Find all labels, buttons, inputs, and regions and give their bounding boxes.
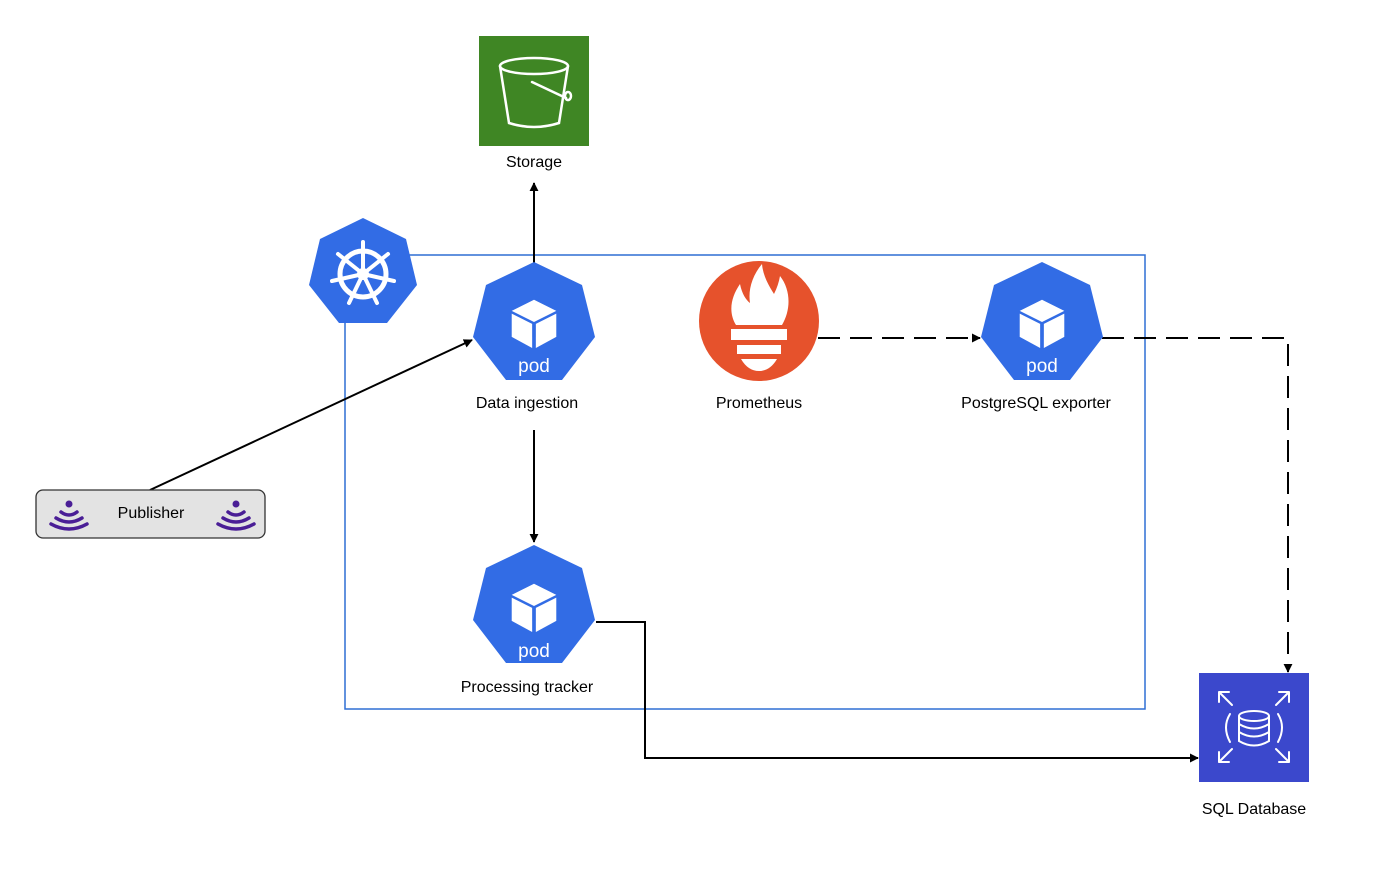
kubernetes-cluster-boundary bbox=[344, 254, 1146, 710]
broadcast-icon bbox=[216, 500, 256, 531]
processing-tracker-pod-badge: pod bbox=[518, 641, 550, 662]
kubernetes-node bbox=[309, 218, 417, 323]
publisher-label: Publisher bbox=[118, 505, 185, 522]
publisher-node[interactable]: Publisher bbox=[35, 489, 266, 539]
edge-publisher-to-data-ingestion bbox=[149, 339, 473, 491]
edges bbox=[149, 182, 1293, 763]
processing-tracker-label: Processing tracker bbox=[461, 679, 594, 696]
postgresql-exporter-node[interactable]: pod PostgreSQL exporter bbox=[961, 262, 1112, 412]
sql-database-node[interactable]: SQL Database bbox=[1199, 673, 1309, 818]
publisher-box bbox=[35, 489, 266, 539]
bucket-icon bbox=[498, 56, 573, 129]
sql-database-label: SQL Database bbox=[1202, 801, 1306, 818]
prometheus-label: Prometheus bbox=[716, 395, 802, 412]
postgresql-exporter-label: PostgreSQL exporter bbox=[961, 395, 1111, 412]
data-ingestion-node[interactable]: pod Data ingestion bbox=[473, 262, 595, 412]
database-icon bbox=[1218, 691, 1290, 763]
processing-tracker-node[interactable]: pod Processing tracker bbox=[461, 545, 595, 696]
storage-node[interactable]: Storage bbox=[479, 36, 589, 171]
kubernetes-helm-icon bbox=[330, 240, 396, 305]
storage-label: Storage bbox=[506, 154, 562, 171]
postgresql-exporter-pod-badge: pod bbox=[1026, 356, 1058, 377]
edge-processing-tracker-to-sql-database bbox=[596, 621, 1199, 763]
data-ingestion-pod-badge: pod bbox=[518, 356, 550, 377]
data-ingestion-label: Data ingestion bbox=[476, 395, 578, 412]
broadcast-icon bbox=[49, 500, 89, 531]
prometheus-node[interactable]: Prometheus bbox=[699, 261, 819, 412]
edge-postgresql-exporter-to-sql-database bbox=[1102, 337, 1293, 673]
prometheus-torch-icon bbox=[731, 264, 789, 371]
storage-tile bbox=[479, 36, 589, 146]
